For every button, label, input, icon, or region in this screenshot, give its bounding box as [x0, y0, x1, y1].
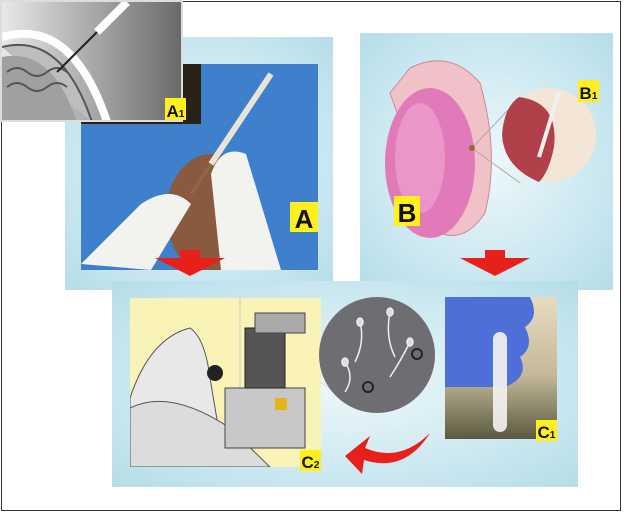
c1-test-tube-photo	[445, 297, 557, 439]
c2-microscope-illustration	[130, 298, 321, 467]
label-b: B	[394, 196, 420, 226]
b1-tissue-closeup	[502, 88, 596, 182]
brain-drawing	[2, 2, 130, 120]
inset-a1-brain-illustration	[0, 0, 183, 122]
label-a: A	[290, 202, 318, 232]
arrow-down-right-icon	[460, 250, 530, 276]
arrow-down-left-icon	[155, 250, 225, 276]
curved-arrow-left-icon	[345, 433, 430, 474]
sperm-microscopy-view	[319, 297, 435, 413]
gloved-hand-holding-tube	[445, 297, 534, 432]
technician-at-microscope	[130, 298, 306, 467]
